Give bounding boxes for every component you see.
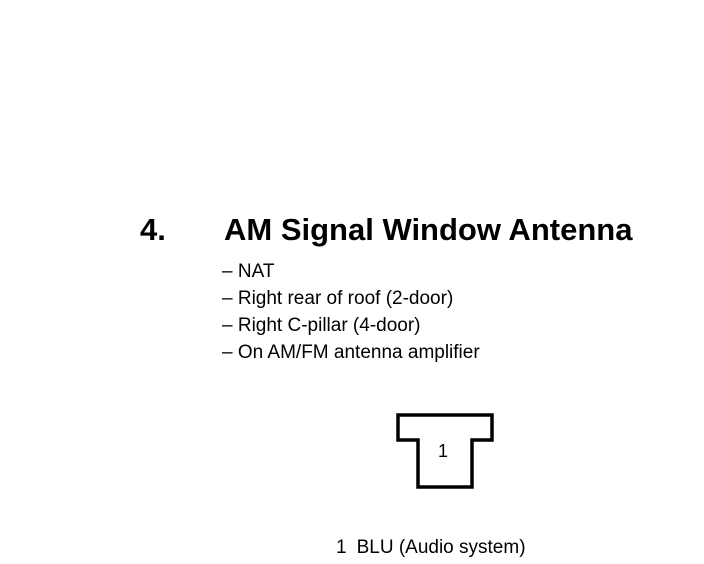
connector-pin-label: 1 [438, 441, 449, 461]
location-item: – NAT [222, 261, 275, 282]
pin-legend-number: 1 [336, 537, 347, 558]
section-number: 4. [140, 212, 166, 247]
section-title: AM Signal Window Antenna [224, 212, 633, 247]
pin-legend: 1 BLU (Audio system) [336, 536, 526, 560]
location-list: – NAT – Right rear of roof (2-door) – Ri… [222, 258, 480, 366]
location-item: – Right rear of roof (2-door) [222, 288, 454, 309]
connector-diagram [396, 413, 494, 489]
pin-legend-description: BLU (Audio system) [356, 537, 526, 558]
location-item: – Right C-pillar (4-door) [222, 315, 421, 336]
connector-outline [396, 413, 494, 489]
location-item: – On AM/FM antenna amplifier [222, 342, 480, 363]
